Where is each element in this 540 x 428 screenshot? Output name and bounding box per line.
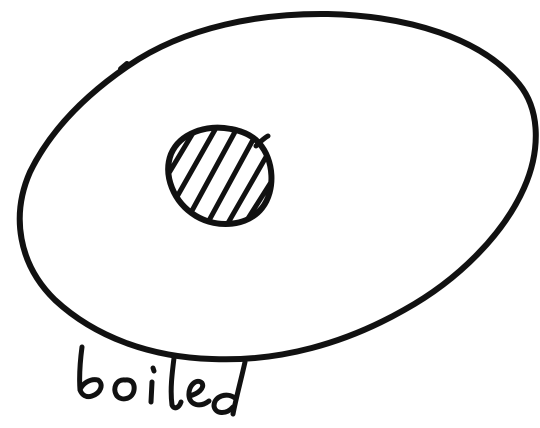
egg-outline-nick — [121, 64, 127, 69]
egg-white-outline — [20, 14, 536, 359]
